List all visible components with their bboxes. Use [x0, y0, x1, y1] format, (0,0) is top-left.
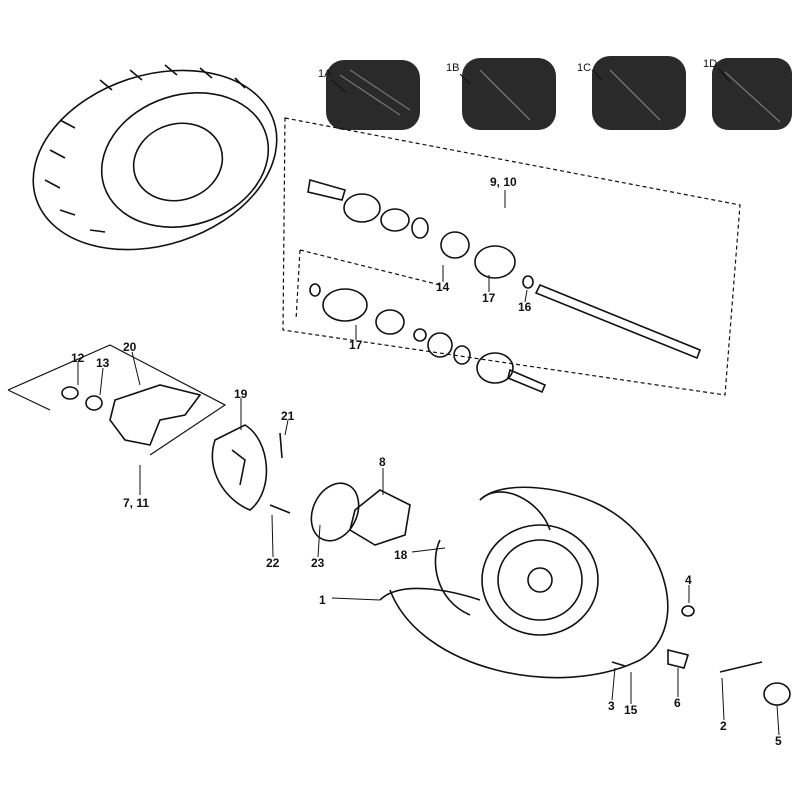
main-tire [379, 486, 669, 679]
callout-7-11: 7, 11 [123, 496, 150, 510]
callout-17b: 17 [349, 338, 363, 352]
knuckle [61, 384, 202, 446]
callout-9-10: 9, 10 [490, 175, 517, 189]
callout-12: 12 [71, 351, 85, 365]
callout-18: 18 [394, 548, 408, 562]
callout-1: 1 [319, 593, 326, 607]
bolt-22 [269, 504, 291, 514]
callout-4: 4 [685, 573, 692, 587]
drive-shaft-lower [309, 283, 547, 394]
brake-disc [211, 424, 268, 511]
label-1c: 1C [577, 62, 592, 74]
callout-22: 22 [266, 556, 280, 570]
drive-shaft-box [282, 117, 741, 396]
callout-6: 6 [674, 696, 681, 710]
callout-16: 16 [518, 300, 532, 314]
callout-5: 5 [775, 734, 782, 748]
brake-rotor [310, 482, 360, 542]
wheel-hub [349, 489, 411, 546]
tire-1b-image [462, 58, 556, 130]
spare-tire [32, 64, 278, 251]
tire-1a-image [326, 60, 420, 130]
drive-shaft-upper [307, 178, 702, 360]
nut-6 [667, 648, 690, 669]
tire-thumbnails [326, 56, 792, 130]
callout-8: 8 [379, 455, 386, 469]
bolt-21 [279, 432, 283, 459]
label-1b: 1B [446, 62, 460, 74]
tire-1c-image [592, 56, 686, 130]
callout-21: 21 [281, 409, 295, 423]
label-1a: 1A [318, 68, 332, 80]
tire-1d-image [712, 58, 792, 130]
callout-2: 2 [720, 719, 727, 733]
callout-19: 19 [234, 387, 248, 401]
valve-3 [611, 661, 626, 667]
cap-5 [763, 682, 791, 706]
callout-15: 15 [624, 703, 638, 717]
callout-14: 14 [436, 280, 450, 294]
callout-17a: 17 [482, 291, 496, 305]
label-1d: 1D [703, 58, 718, 70]
callout-23: 23 [311, 556, 325, 570]
valve-cap-4 [681, 605, 695, 617]
rim [481, 524, 599, 636]
callout-13: 13 [96, 356, 110, 370]
knuckle-box [7, 344, 227, 456]
callout-20: 20 [123, 340, 137, 354]
callout-3: 3 [608, 699, 615, 713]
cotter-pin-2 [719, 661, 763, 673]
